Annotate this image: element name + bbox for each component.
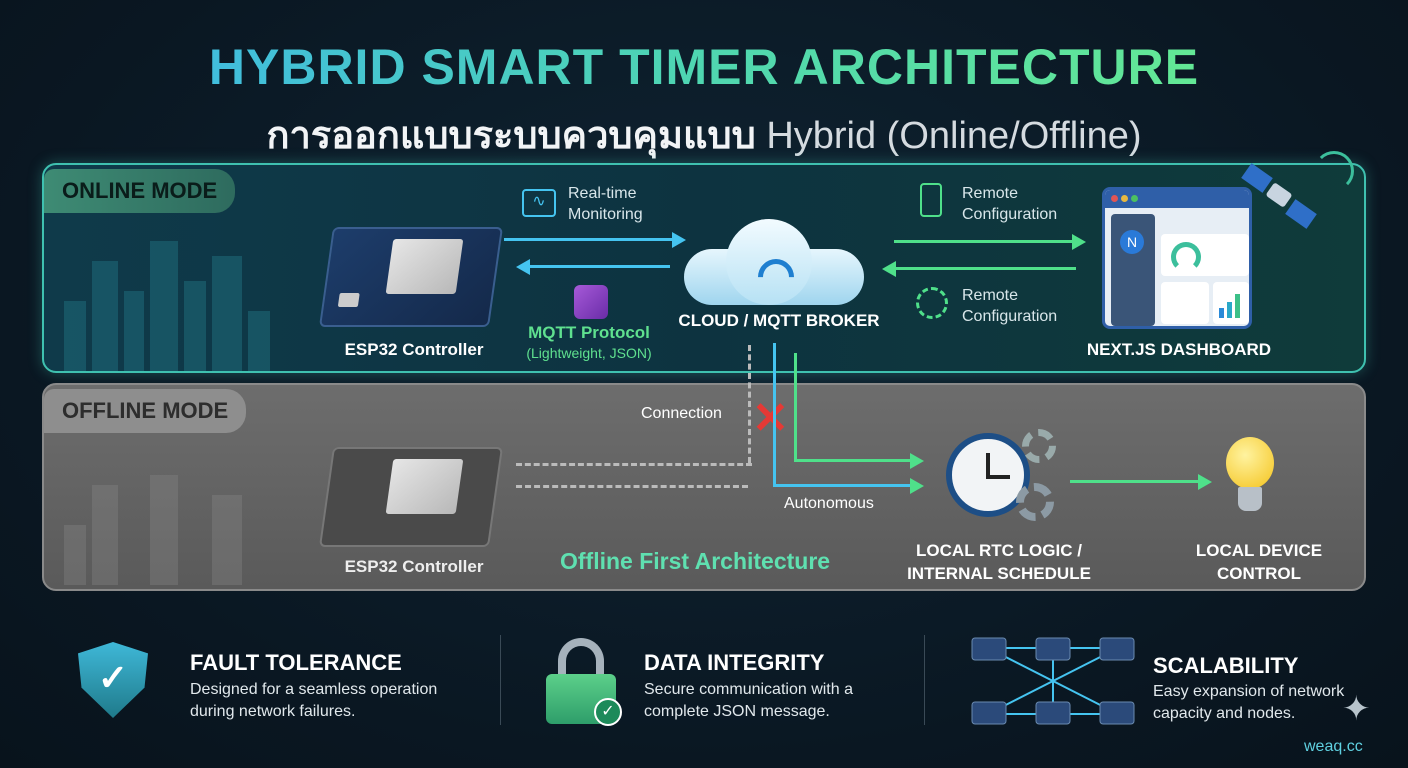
city-skyline-icon xyxy=(54,445,284,585)
arrow-autonomous-1 xyxy=(773,343,776,487)
dashed-line-lost-connection xyxy=(516,485,748,488)
feature-title-data-integrity: DATA INTEGRITY xyxy=(644,650,825,675)
network-nodes-icon xyxy=(968,634,1140,726)
offline-mode-label: OFFLINE MODE xyxy=(44,389,247,433)
arrow-autonomous-1h xyxy=(773,484,913,487)
remote-config-label-1: Remote Configuration xyxy=(962,185,1058,223)
esp32-board-icon xyxy=(318,227,504,327)
dashboard-label: NEXT.JS DASHBOARD xyxy=(1086,340,1272,359)
arrow-head xyxy=(910,453,924,469)
divider xyxy=(500,635,501,725)
dashboard-window-icon: N xyxy=(1102,187,1252,329)
arrow-autonomous-2h xyxy=(794,459,914,462)
light-bulb-icon xyxy=(1222,431,1278,521)
autonomous-label: Autonomous xyxy=(784,495,874,512)
gear-icon xyxy=(1022,429,1056,463)
page-subtitle: การออกแบบระบบควบคุมแบบ Hybrid (Online/Of… xyxy=(0,104,1408,165)
device-control-label: LOCAL DEVICE CONTROL xyxy=(1195,541,1323,583)
feature-title-scalability: SCALABILITY xyxy=(1153,653,1299,678)
nextjs-logo: N xyxy=(1120,230,1144,254)
feature-desc-fault-tolerance: Designed for a seamless operation during… xyxy=(190,681,438,720)
offline-first-label: Offline First Architecture xyxy=(560,548,831,574)
arrow-head xyxy=(672,232,686,248)
esp32-offline-label: ESP32 Controller xyxy=(344,557,484,576)
gear-icon xyxy=(1016,483,1054,521)
gear-icon xyxy=(916,287,948,319)
remote-config-label-2: Remote Configuration xyxy=(962,287,1058,325)
lock-icon: ✓ xyxy=(546,638,622,726)
connection-label: Connection xyxy=(641,405,722,422)
subtitle-english: Hybrid (Online/Offline) xyxy=(766,115,1142,157)
watermark: weaq.cc xyxy=(1304,738,1363,755)
mqtt-protocol-sub: (Lightweight, JSON) xyxy=(526,345,652,361)
arrow-rtc-to-device xyxy=(1070,480,1200,483)
offline-mode-panel: OFFLINE MODE ESP32 Controller Connection… xyxy=(42,343,1366,591)
feature-title-fault-tolerance: FAULT TOLERANCE xyxy=(190,650,402,675)
error-x-icon: ✕ xyxy=(752,394,789,443)
arrow-cloud-to-esp xyxy=(530,265,670,268)
cloud-icon xyxy=(684,215,864,305)
arrow-head xyxy=(1072,234,1086,250)
arrow-head xyxy=(882,261,896,277)
subtitle-thai: การออกแบบระบบควบคุมแบบ xyxy=(266,115,756,157)
arrow-dashboard-to-cloud xyxy=(896,267,1076,270)
satellite-icon xyxy=(1241,163,1318,229)
network-lines xyxy=(971,637,1135,725)
feature-desc-data-integrity: Secure communication with a complete JSO… xyxy=(644,681,853,720)
mqtt-icon xyxy=(574,285,608,319)
mqtt-protocol-label: MQTT Protocol xyxy=(528,323,650,342)
city-skyline-icon xyxy=(54,215,284,371)
arrow-autonomous-2 xyxy=(794,353,797,459)
monitoring-label: Real-time Monitoring xyxy=(568,185,643,223)
esp32-online-label: ESP32 Controller xyxy=(344,340,484,359)
arrow-cloud-to-dashboard xyxy=(894,240,1074,243)
esp32-board-offline-icon xyxy=(318,447,504,547)
dashed-line-lost-connection xyxy=(516,463,752,466)
arrow-head xyxy=(516,259,530,275)
divider xyxy=(924,635,925,725)
dashed-line-vertical xyxy=(748,345,751,463)
arrow-head xyxy=(910,478,924,494)
sparkle-icon: ✦ xyxy=(1342,690,1371,728)
rtc-logic-label: LOCAL RTC LOGIC / INTERNAL SCHEDULE xyxy=(907,541,1091,583)
arrow-esp-to-cloud xyxy=(504,238,674,241)
online-mode-label: ONLINE MODE xyxy=(44,169,236,213)
touch-phone-icon xyxy=(920,183,942,217)
feature-desc-scalability: Easy expansion of network capacity and n… xyxy=(1153,683,1345,722)
signal-waves-icon xyxy=(1314,151,1354,191)
cloud-broker-label: CLOUD / MQTT BROKER xyxy=(678,311,880,330)
arrow-head xyxy=(1198,474,1212,490)
shield-check-icon: ✓ xyxy=(78,642,148,718)
page-title: HYBRID SMART TIMER ARCHITECTURE xyxy=(0,38,1408,96)
online-mode-panel: ONLINE MODE ESP32 Controller ∿ Real-time… xyxy=(42,151,1366,373)
monitor-icon: ∿ xyxy=(522,189,556,217)
